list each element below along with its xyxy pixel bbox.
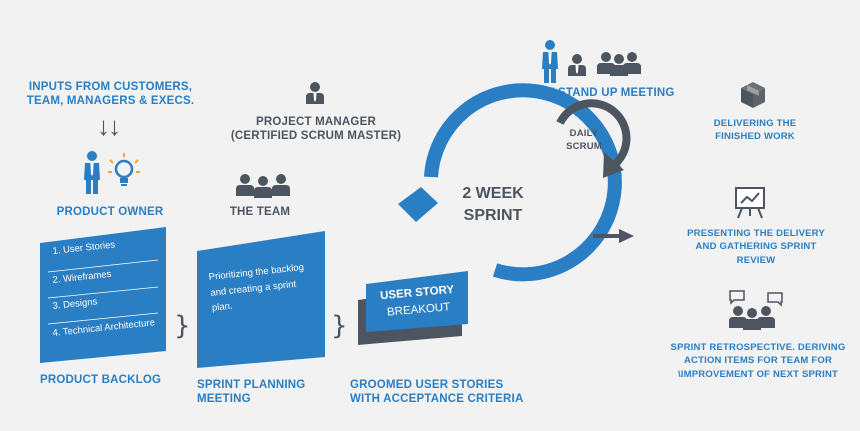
brace-2: }	[331, 311, 348, 341]
delivering-label: DELIVERING THE FINISHED WORK	[690, 117, 820, 144]
project-manager-line-1: PROJECT MANAGER	[256, 116, 376, 128]
project-manager-line-2: (CERTIFIED SCRUM MASTER)	[230, 130, 402, 143]
daily-standup-label: DAILY STAND UP MEETING	[520, 87, 675, 99]
groomed-stories-label: GROOMED USER STORIES WITH ACCEPTANCE CRI…	[350, 378, 540, 407]
sprint-planning-line-2: MEETING	[197, 393, 251, 406]
person-tie-icon	[568, 54, 586, 76]
sprint-cycle-arrow	[398, 83, 622, 282]
daily-scrum-arrow	[556, 99, 631, 178]
retro-line-2: ACTION ITEMS FOR TEAM FOR	[683, 355, 833, 367]
sprint-label: 2 WEEK SPRINT	[438, 183, 548, 226]
group-icon	[236, 174, 290, 198]
retro-label: SPRINT RETROSPECTIVE. DERIVING ACTION IT…	[668, 341, 848, 381]
person-tie-icon	[84, 151, 100, 194]
down-arrows-icon: ↓↓	[97, 111, 121, 141]
sprint-planning-label: SPRINT PLANNING MEETING	[197, 378, 337, 407]
person-tie-icon	[542, 40, 558, 83]
groomed-line-1: GROOMED USER STORIES	[350, 379, 504, 391]
output-arrow	[593, 229, 634, 243]
daily-scrum-line-2: SCRUM	[566, 140, 602, 152]
inputs-label: INPUTS FROM CUSTOMERS, TEAM, MANAGERS & …	[18, 80, 203, 109]
sprint-planning-line-1: SPRINT PLANNING	[197, 379, 306, 391]
product-owner-label: PRODUCT OWNER	[56, 206, 164, 218]
project-manager-label: PROJECT MANAGER (CERTIFIED SCRUM MASTER)	[226, 115, 406, 144]
product-backlog-panel	[40, 227, 166, 363]
person-tie-icon	[306, 82, 324, 104]
review-line-2: AND GATHERING SPRINT REVIEW	[695, 241, 817, 266]
sprint-line-1: 2 WEEK	[462, 185, 524, 202]
lightbulb-icon	[108, 153, 140, 186]
groomed-line-2: WITH ACCEPTANCE CRITERIA	[350, 393, 524, 406]
sprint-planning-text: Prioritizing the backlog and creating a …	[208, 260, 308, 317]
retro-line-3: \IMPROVEMENT OF NEXT SPRINT	[677, 368, 839, 380]
daily-scrum-line-1: DAILY	[569, 128, 599, 139]
user-story-card-stack	[358, 271, 468, 345]
inputs-line-1: INPUTS FROM CUSTOMERS,	[28, 81, 193, 93]
retro-line-1: SPRINT RETROSPECTIVE. DERIVING	[670, 342, 846, 353]
review-line-1: PRESENTING THE DELIVERY	[687, 228, 825, 239]
review-label: PRESENTING THE DELIVERY AND GATHERING SP…	[676, 227, 836, 267]
the-team-label: THE TEAM	[229, 206, 291, 218]
group-icon	[597, 52, 641, 76]
product-backlog-label: PRODUCT BACKLOG	[40, 374, 162, 386]
daily-scrum-label: DAILY SCRUM	[556, 128, 612, 154]
box-icon	[741, 82, 765, 108]
delivering-line-2: FINISHED WORK	[715, 131, 795, 143]
brace-1: }	[174, 311, 191, 341]
sprint-planning-panel	[197, 231, 325, 368]
presentation-icon	[735, 187, 765, 219]
inputs-line-2: TEAM, MANAGERS & EXECS.	[26, 95, 195, 108]
discussion-group-icon	[729, 290, 783, 330]
sprint-line-2: SPRINT	[463, 206, 523, 224]
delivering-line-1: DELIVERING THE	[713, 118, 797, 129]
